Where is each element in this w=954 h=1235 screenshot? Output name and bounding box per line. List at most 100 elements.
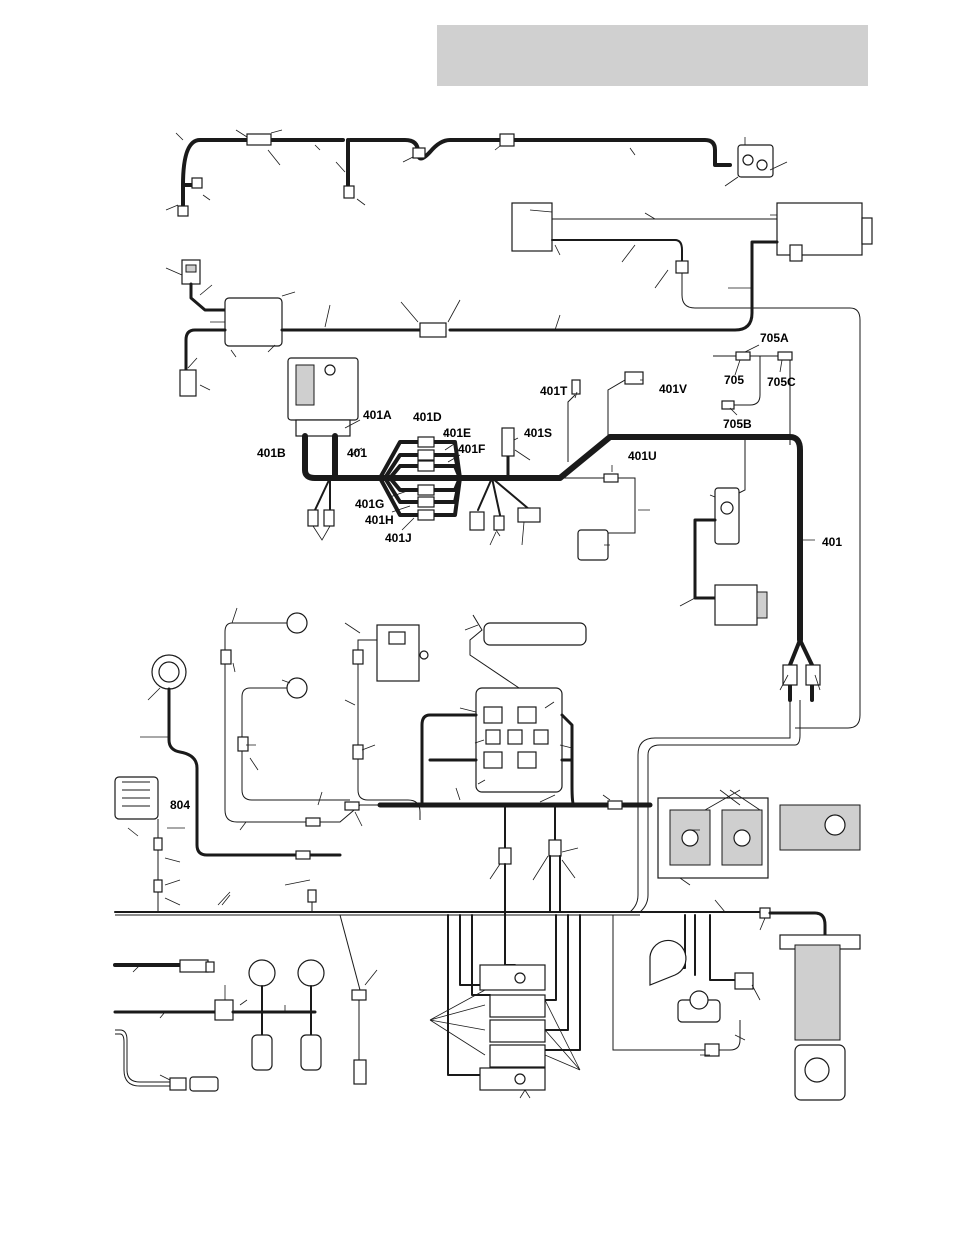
bottom-right-group (613, 915, 860, 1100)
lamp-left (249, 960, 275, 986)
valve-stack-group (430, 912, 580, 1098)
plug-401t (572, 380, 580, 394)
gauge-face (159, 662, 179, 682)
connector-401d (418, 437, 434, 447)
label-705: 705 (724, 373, 744, 387)
top-mid-connector (344, 186, 354, 198)
connector-401u (604, 474, 618, 482)
left-control-unit (225, 298, 282, 346)
device-804-lower-connector (154, 880, 162, 892)
probe-body (354, 1060, 366, 1084)
left-relay-face (186, 265, 196, 272)
sensor-box-401u (578, 530, 608, 560)
relay-coil-icon (721, 502, 733, 514)
top-harness (166, 130, 787, 216)
probe-head (352, 990, 366, 1000)
label-401-right: 401 (822, 535, 842, 549)
label-705c: 705C (767, 375, 796, 389)
pump-motor (780, 805, 860, 850)
valve-block-bottom (480, 1068, 545, 1090)
bulb-connector-top (221, 650, 231, 664)
connector-401e (418, 450, 434, 460)
pump-group (658, 790, 860, 885)
bulb-lower (287, 678, 307, 698)
center-fuse-group (380, 615, 650, 912)
sensor-mount-eye-icon (690, 991, 708, 1009)
connector-401g (418, 485, 434, 495)
label-401v: 401V (659, 382, 687, 396)
valve-port-icon (515, 1074, 525, 1084)
label-401b: 401B (257, 446, 286, 460)
switch-knob-icon (743, 155, 753, 165)
engine-connector (676, 261, 688, 273)
label-401u: 401U (628, 449, 657, 463)
motor-bottom-icon (805, 1058, 829, 1082)
pump-motor-icon (825, 815, 845, 835)
plug-lower-a (470, 512, 484, 530)
label-401s: 401S (524, 426, 552, 440)
horn-icon (650, 940, 686, 985)
bottom-sensor-plug (170, 1078, 186, 1090)
left-inline-connector (306, 818, 320, 826)
plug-401b-b (324, 510, 334, 526)
valve-block-top (480, 965, 545, 990)
label-401: 401 (347, 446, 367, 460)
fork-connector-left (783, 665, 797, 685)
gauge-inline-connector (296, 851, 310, 859)
mid-inline-connector (420, 323, 446, 337)
label-705a: 705A (760, 331, 789, 345)
ecu-port-icon (325, 365, 335, 375)
label-401d: 401D (413, 410, 442, 424)
valve-coil-1 (490, 995, 545, 1017)
connector-705c (778, 352, 792, 360)
motor-housing (795, 945, 840, 1040)
engine-unit-foot (790, 245, 802, 261)
relay-connector (353, 650, 363, 664)
trunk-branch-connector (308, 890, 316, 902)
label-804: 804 (170, 798, 190, 812)
fork-drop-connector (549, 840, 561, 856)
center-drop-connector (499, 848, 511, 864)
lamp-right-base (301, 1035, 321, 1070)
pressure-switch (735, 973, 753, 989)
device-804-connector (154, 838, 162, 850)
ecu-heatsink (296, 365, 314, 405)
sensor-401s (502, 428, 514, 456)
relay-terminal (389, 632, 405, 644)
pump-port-icon (734, 830, 750, 846)
label-401j: 401J (385, 531, 412, 545)
right-relay (715, 488, 739, 544)
label-401t: 401T (540, 384, 568, 398)
engine-module-group (450, 203, 872, 728)
label-401e: 401E (443, 426, 471, 440)
top-junction (192, 178, 202, 188)
plug-401v (625, 372, 643, 384)
center-inline-connector (345, 802, 359, 810)
relay-knob-icon (420, 651, 428, 659)
engine-unit-cap (862, 218, 872, 244)
center-canister (484, 623, 586, 645)
bulb-top (287, 613, 307, 633)
bottom-plug (180, 960, 208, 972)
label-401h: 401H (365, 513, 394, 527)
connector-705b (722, 401, 734, 409)
connector-401f (418, 461, 434, 471)
plug-lower-c (518, 508, 540, 522)
left-lamps-group (115, 608, 428, 912)
fuse-slot (518, 707, 536, 723)
lamp-left-base (252, 1035, 272, 1070)
lamp-right (298, 960, 324, 986)
bottom-right-connector (705, 1044, 719, 1056)
top-loop-connector (413, 148, 425, 158)
solenoid-cap (757, 592, 767, 618)
fuse-slot (518, 752, 536, 768)
label-401f: 401F (458, 442, 485, 456)
label-401a: 401A (363, 408, 392, 422)
top-inline-connector (500, 134, 514, 146)
top-splice (247, 134, 271, 145)
connector-705a (736, 352, 750, 360)
connector-401j (418, 510, 434, 520)
label-705b: 705B (723, 417, 752, 431)
valve-port-icon (515, 973, 525, 983)
